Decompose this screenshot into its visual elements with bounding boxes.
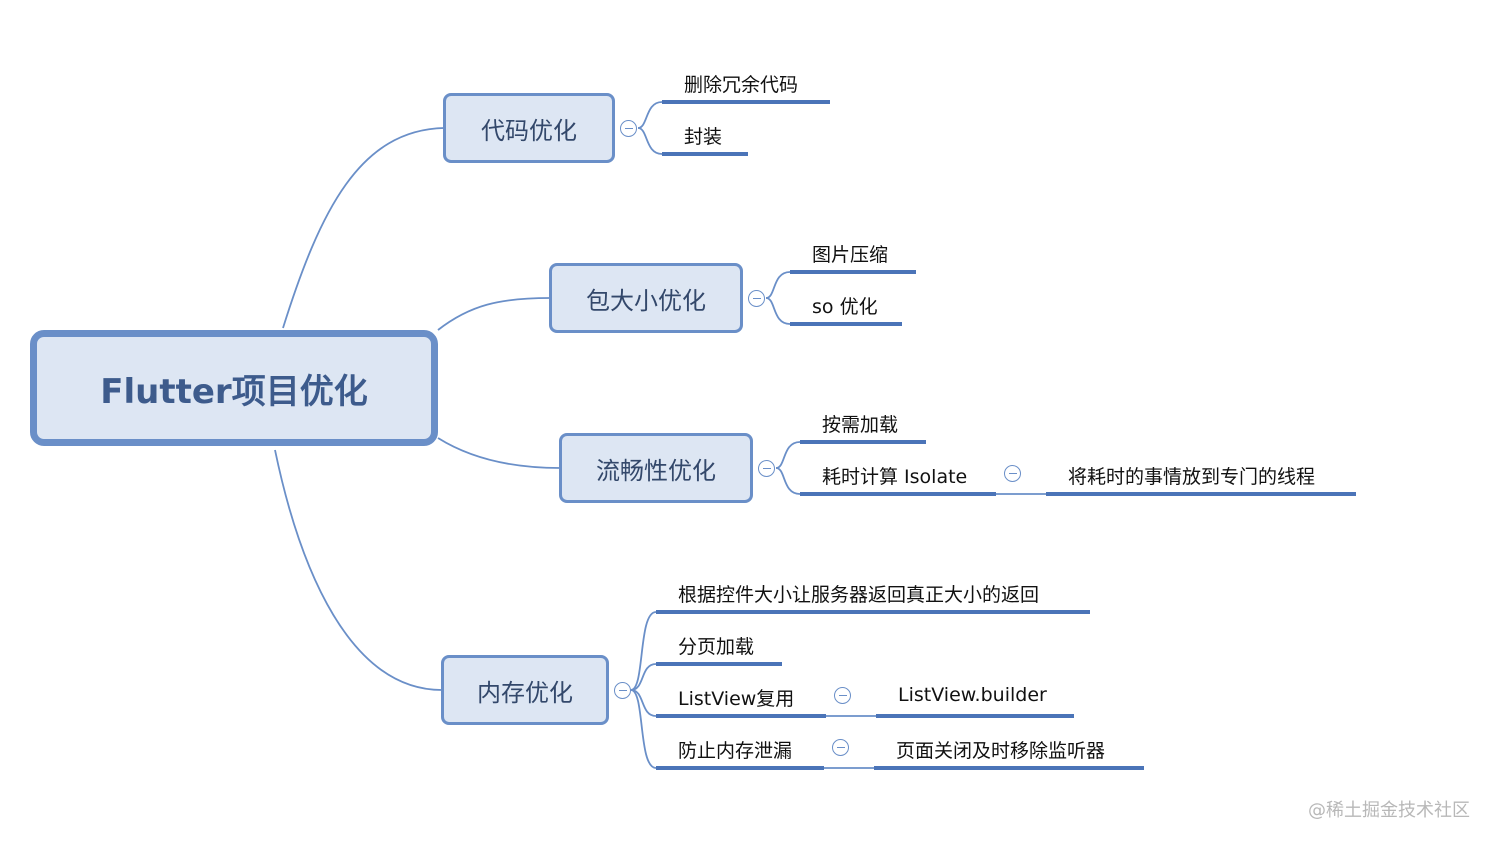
branch-label: 流畅性优化	[596, 456, 716, 485]
connector-memory-leaf2	[630, 663, 657, 691]
leaf-remove-redundant[interactable]: 删除冗余代码	[684, 74, 799, 96]
branch-label: 代码优化	[481, 116, 577, 145]
connector-package-leaf2	[765, 297, 791, 325]
leaf-underline	[874, 766, 1144, 770]
leaf-pagination[interactable]: 分页加载	[678, 636, 755, 658]
leaf-underline	[1046, 492, 1356, 496]
leaf-underline	[656, 662, 782, 666]
leaf-listview-reuse[interactable]: ListView复用	[678, 688, 795, 710]
leaf-underline	[876, 714, 1074, 718]
leaf-underline	[662, 152, 748, 156]
connector-smooth-leaf1	[775, 441, 801, 469]
leaf-prevent-leak[interactable]: 防止内存泄漏	[678, 740, 793, 762]
branch-package-size-optimization[interactable]: 包大小优化	[549, 263, 743, 333]
collapse-icon[interactable]	[748, 290, 765, 307]
leaf-underline	[800, 492, 996, 496]
leaf-image-compress[interactable]: 图片压缩	[812, 244, 889, 266]
leaf-remove-listener[interactable]: 页面关闭及时移除监听器	[896, 740, 1106, 762]
collapse-icon[interactable]	[620, 120, 637, 137]
branch-label: 内存优化	[477, 678, 573, 707]
root-topic-label: Flutter项目优化	[100, 371, 368, 412]
connector-root-package	[437, 297, 551, 331]
connector-memory-leaf1	[630, 611, 657, 691]
collapse-icon[interactable]	[1004, 465, 1021, 482]
leaf-listview-builder[interactable]: ListView.builder	[898, 684, 1047, 706]
leaf-underline	[662, 100, 830, 104]
connector-memory-leaf4	[630, 689, 657, 769]
connector-root-code	[282, 127, 445, 329]
branch-memory-optimization[interactable]: 内存优化	[441, 655, 609, 725]
leaf-underline	[790, 322, 902, 326]
watermark: @稀土掘金技术社区	[1308, 800, 1470, 821]
branch-code-optimization[interactable]: 代码优化	[443, 93, 615, 163]
connector-code-leaf2	[637, 127, 663, 155]
leaf-underline	[656, 610, 1090, 614]
root-topic[interactable]: Flutter项目优化	[30, 330, 438, 446]
connector-code-leaf1	[637, 101, 663, 129]
leaf-underline	[800, 440, 926, 444]
branch-label: 包大小优化	[586, 286, 706, 315]
branch-smoothness-optimization[interactable]: 流畅性优化	[559, 433, 753, 503]
collapse-icon[interactable]	[614, 682, 631, 699]
leaf-so-optimization[interactable]: so 优化	[812, 296, 878, 318]
leaf-underline	[656, 714, 826, 718]
connector-root-memory	[274, 449, 443, 691]
connector-root-smooth	[437, 437, 561, 469]
leaf-encapsulate[interactable]: 封装	[684, 126, 723, 148]
leaf-lazy-load[interactable]: 按需加载	[822, 414, 899, 436]
leaf-underline	[790, 270, 916, 274]
leaf-dedicated-thread[interactable]: 将耗时的事情放到专门的线程	[1068, 466, 1316, 488]
collapse-icon[interactable]	[832, 739, 849, 756]
leaf-underline	[656, 766, 824, 770]
leaf-server-size[interactable]: 根据控件大小让服务器返回真正大小的返回	[678, 584, 1040, 606]
connector-smooth-leaf2	[775, 467, 801, 495]
collapse-icon[interactable]	[758, 460, 775, 477]
leaf-isolate[interactable]: 耗时计算 Isolate	[822, 466, 968, 488]
connector-package-leaf1	[765, 271, 791, 299]
collapse-icon[interactable]	[834, 687, 851, 704]
